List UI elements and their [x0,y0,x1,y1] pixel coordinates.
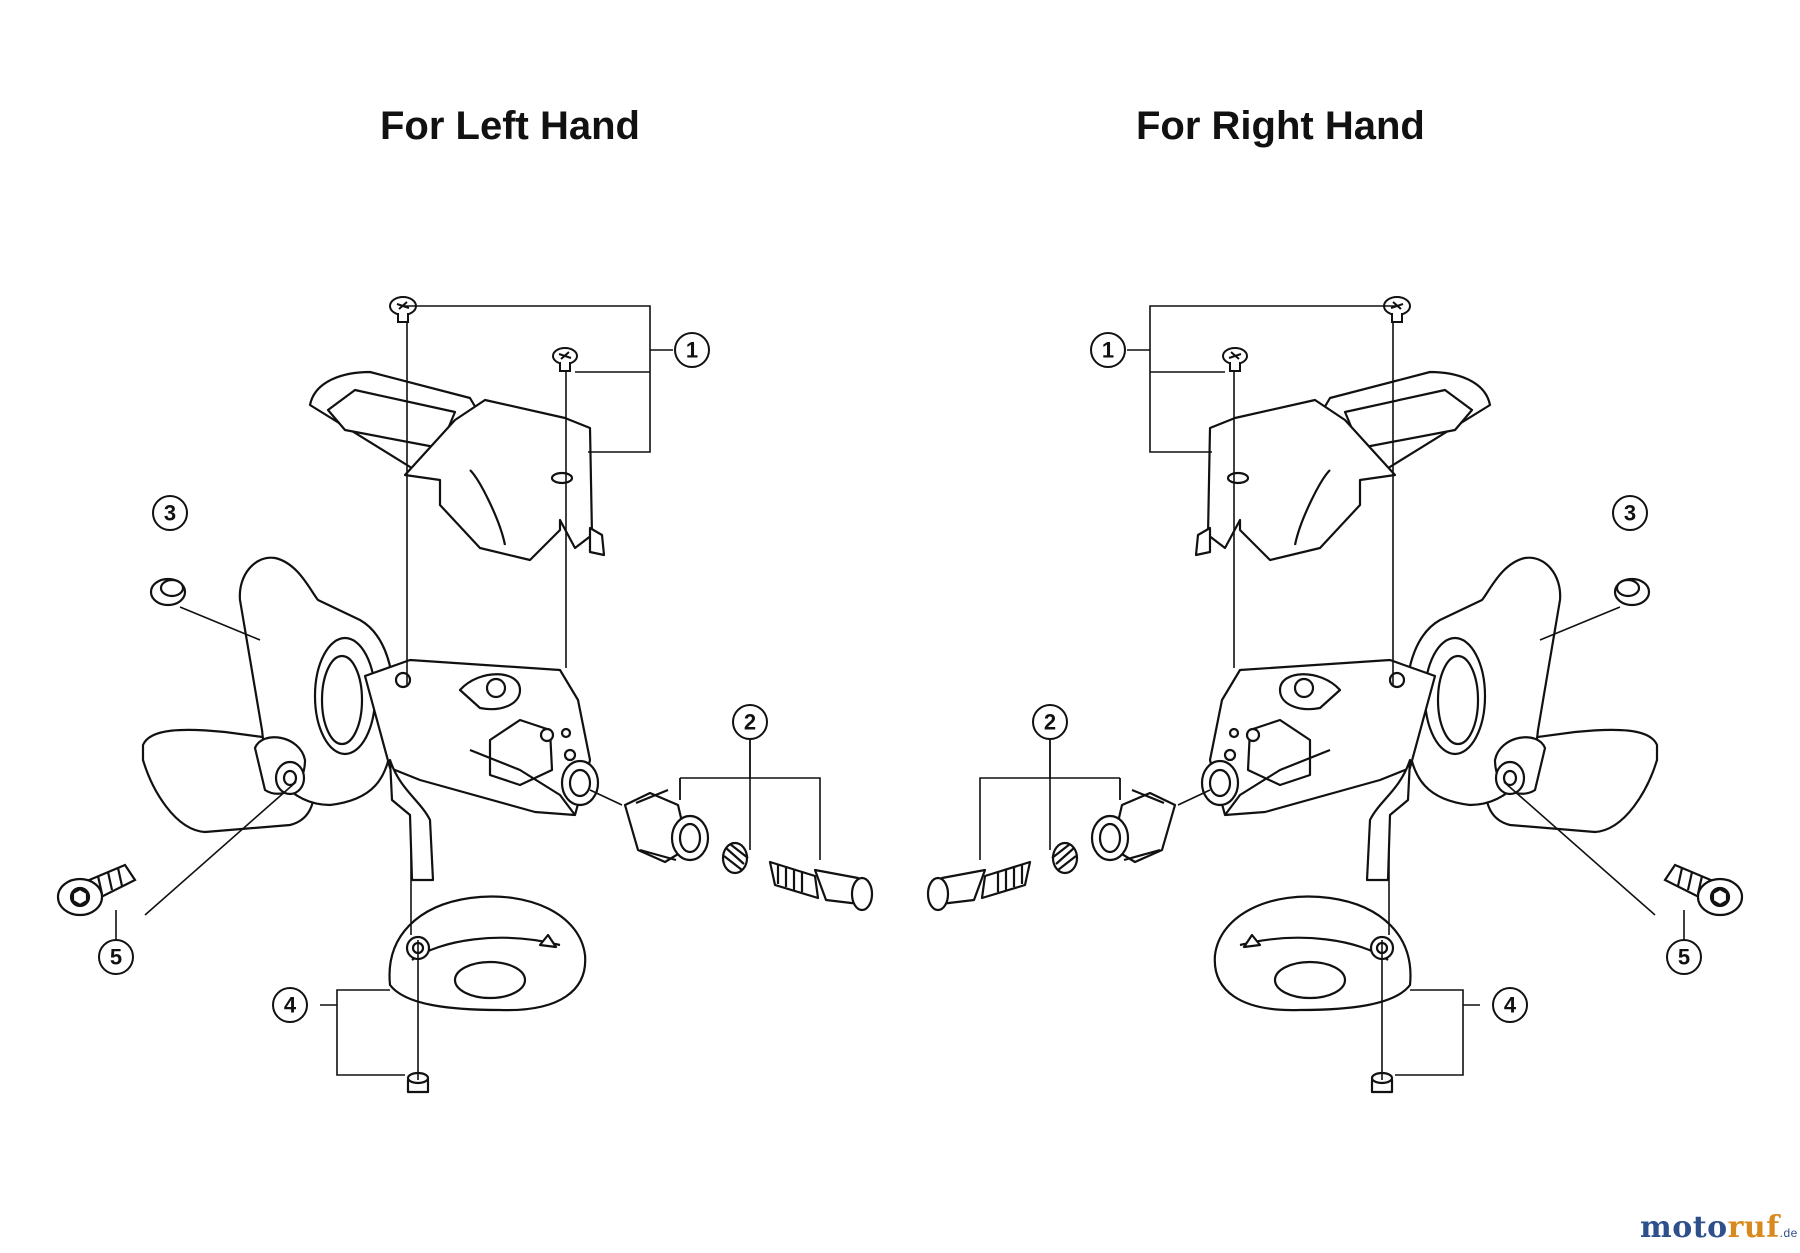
callout-2-right: 2 [1044,710,1056,735]
left-hand-assembly [56,295,874,1094]
callout-2-left: 2 [744,710,756,735]
logo-suffix: .de [1779,1226,1798,1240]
callout-4-right: 4 [1504,993,1517,1018]
callout-1-left: 1 [686,338,698,363]
callout-5-left: 5 [110,945,122,970]
callout-5-right: 5 [1678,945,1690,970]
logo-part-2: ruf [1727,1210,1780,1245]
right-hand-assembly [926,295,1744,1094]
callout-1-right: 1 [1102,338,1114,363]
logo-part-1: moto [1640,1210,1728,1245]
title-left-hand: For Left Hand [380,104,640,148]
callout-4-left: 4 [284,993,297,1018]
motoruf-logo: motoruf.de [1640,1210,1798,1245]
callout-3-right: 3 [1624,501,1636,526]
title-right-hand: For Right Hand [1136,104,1425,148]
callout-3-left: 3 [164,501,176,526]
